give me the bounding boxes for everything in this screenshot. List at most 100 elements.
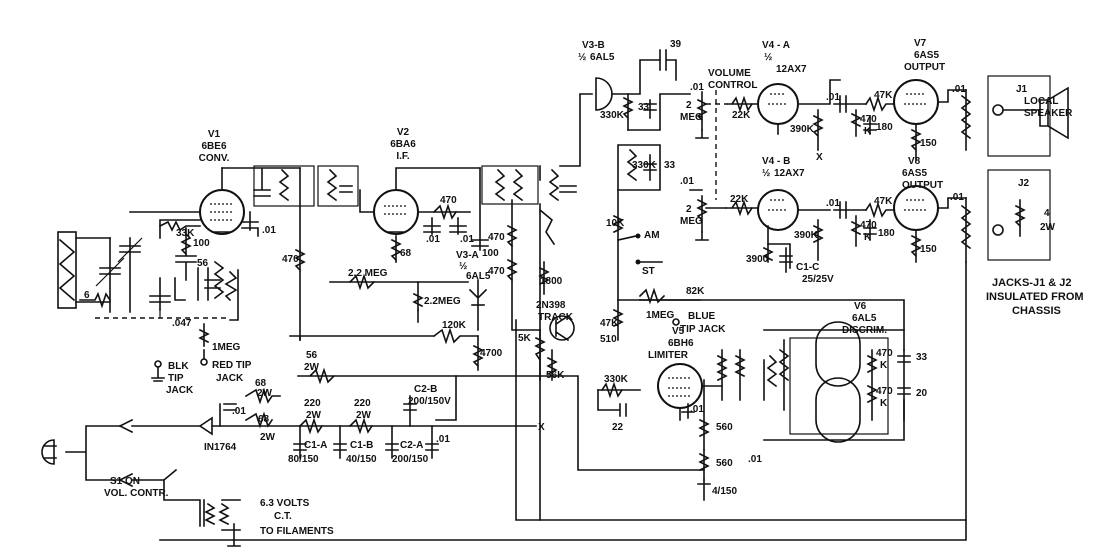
- blk-tip-2: TIP: [168, 373, 184, 384]
- filament-1: 6.3 VOLTS: [260, 498, 310, 509]
- c-c1c: C1-C: [796, 262, 819, 273]
- if-transformer-2: [481, 165, 577, 521]
- transistor-label: 2N398: [536, 300, 566, 311]
- v5-role: LIMITER: [648, 350, 689, 361]
- j2: J2: [1018, 178, 1030, 189]
- v2-role: I.F.: [396, 151, 410, 162]
- v1-network: [149, 167, 301, 321]
- r-68-2w-a-unit: 2W: [257, 388, 273, 399]
- track-label: TRACK: [538, 312, 574, 323]
- v3a-type: 6AL5: [466, 271, 491, 282]
- tube-v5: [657, 363, 723, 501]
- tube-v7: [893, 79, 967, 161]
- c-01-v5: .01: [690, 404, 704, 415]
- c-c1b-val: 40/150: [346, 454, 377, 465]
- r-82k: 82K: [686, 286, 705, 297]
- tube-v4b: [725, 189, 831, 273]
- r-22k-b: 22K: [730, 194, 749, 205]
- v4a-id: V4 - A: [762, 40, 790, 51]
- v5-id: V5: [672, 326, 685, 337]
- r-33k: 33K: [176, 228, 195, 239]
- r-470k-d: 470: [876, 386, 893, 397]
- r-330k-c: 330K: [604, 374, 629, 385]
- volume-control: [689, 90, 728, 241]
- c-c2b: C2-B: [414, 384, 437, 395]
- r-2-2meg-a: 2.2 MEG: [348, 268, 388, 279]
- v6-role: DISCRIM.: [842, 325, 887, 336]
- v3a-network: [198, 323, 484, 371]
- c-c1a: C1-A: [304, 440, 327, 451]
- r-470k-c-unit: K: [880, 360, 888, 371]
- r-470-v2: 470: [440, 195, 457, 206]
- c-01-out-b: .01: [950, 192, 964, 203]
- v6-id: V6: [854, 301, 867, 312]
- c-39: 39: [670, 39, 682, 50]
- c-01-c2a: .01: [436, 434, 450, 445]
- c-01-v2a: .01: [426, 234, 440, 245]
- c-33-b: 33: [664, 160, 676, 171]
- r-330k-b: 330K: [632, 160, 657, 171]
- v3a-frac: ½: [459, 261, 467, 272]
- mode-switch: [612, 189, 663, 301]
- r-560-b: 560: [716, 458, 733, 469]
- r-100: 100: [193, 238, 210, 249]
- r-3900: 3900: [746, 254, 769, 265]
- r-390k-a: 390K: [790, 124, 815, 135]
- jacks-note-1: JACKS-J1 & J2: [992, 277, 1071, 289]
- v3a-id: V3-A: [456, 250, 479, 261]
- r-5k: 5K: [518, 333, 532, 344]
- if-transformer-1: [253, 165, 359, 341]
- r-470-b: 470: [488, 232, 505, 243]
- r-220-2w-a-unit: 2W: [306, 410, 322, 421]
- v1-role: CONV.: [199, 153, 230, 164]
- r-4-2w-unit: 2W: [1040, 222, 1056, 233]
- c-01-v2b: .01: [460, 234, 474, 245]
- v7-role: OUTPUT: [904, 62, 945, 73]
- v4a-frac: ½: [764, 52, 772, 63]
- c-01-v1: .01: [262, 225, 276, 236]
- c-01-mid: .01: [680, 176, 694, 187]
- r-470k-a-unit: K: [864, 126, 872, 137]
- r-180-a: 180: [876, 122, 893, 133]
- r-68-2w-b: 68: [258, 414, 270, 425]
- v8-id: V8: [908, 156, 921, 167]
- j1: J1: [1016, 84, 1028, 95]
- c-4-150: 4/150: [712, 486, 737, 497]
- c-01-top: .01: [690, 82, 704, 93]
- r-68-2w-b-unit: 2W: [260, 432, 276, 443]
- r-220-2w-a: 220: [304, 398, 321, 409]
- r-180-b: 180: [878, 228, 895, 239]
- r-470k-c: 470: [876, 348, 893, 359]
- s1-1: S1 ON: [110, 476, 140, 487]
- r-560-a: 560: [716, 422, 733, 433]
- c-c2b-val: 200/150V: [408, 396, 451, 407]
- output-stage-a: [833, 95, 897, 137]
- r-4700: 4700: [480, 348, 503, 359]
- c-56: 56: [197, 258, 209, 269]
- pot-2meg-b: 2: [686, 204, 692, 215]
- r-470k-b: 470: [860, 220, 877, 231]
- deemphasis-network: [617, 49, 691, 191]
- power-supply: [41, 367, 537, 547]
- r-22k-a: 22K: [732, 110, 751, 121]
- v5-type: 6BH6: [668, 338, 694, 349]
- tube-v8: [893, 185, 967, 263]
- tube-v3a: [329, 273, 488, 331]
- c-33-c: 33: [916, 352, 928, 363]
- r-56-2w: 56: [306, 350, 318, 361]
- r-4-2w: 4: [1044, 208, 1050, 219]
- c-20: 20: [916, 388, 928, 399]
- tube-v4a: [727, 79, 841, 151]
- r-470k-b-unit: K: [864, 232, 872, 243]
- v3b-id: V3-B: [582, 40, 605, 51]
- tube-v3b: [559, 59, 661, 167]
- v4b-frac: ½: [762, 168, 770, 179]
- v2-type: 6BA6: [390, 139, 416, 150]
- jacks-note-2: INSULATED FROM: [986, 291, 1084, 303]
- v7-type: 6AS5: [914, 50, 939, 61]
- pot-2meg-b-unit: MEG: [680, 216, 703, 227]
- c-01-out-a: .01: [952, 84, 966, 95]
- s1-2: VOL. CONTR.: [104, 488, 169, 499]
